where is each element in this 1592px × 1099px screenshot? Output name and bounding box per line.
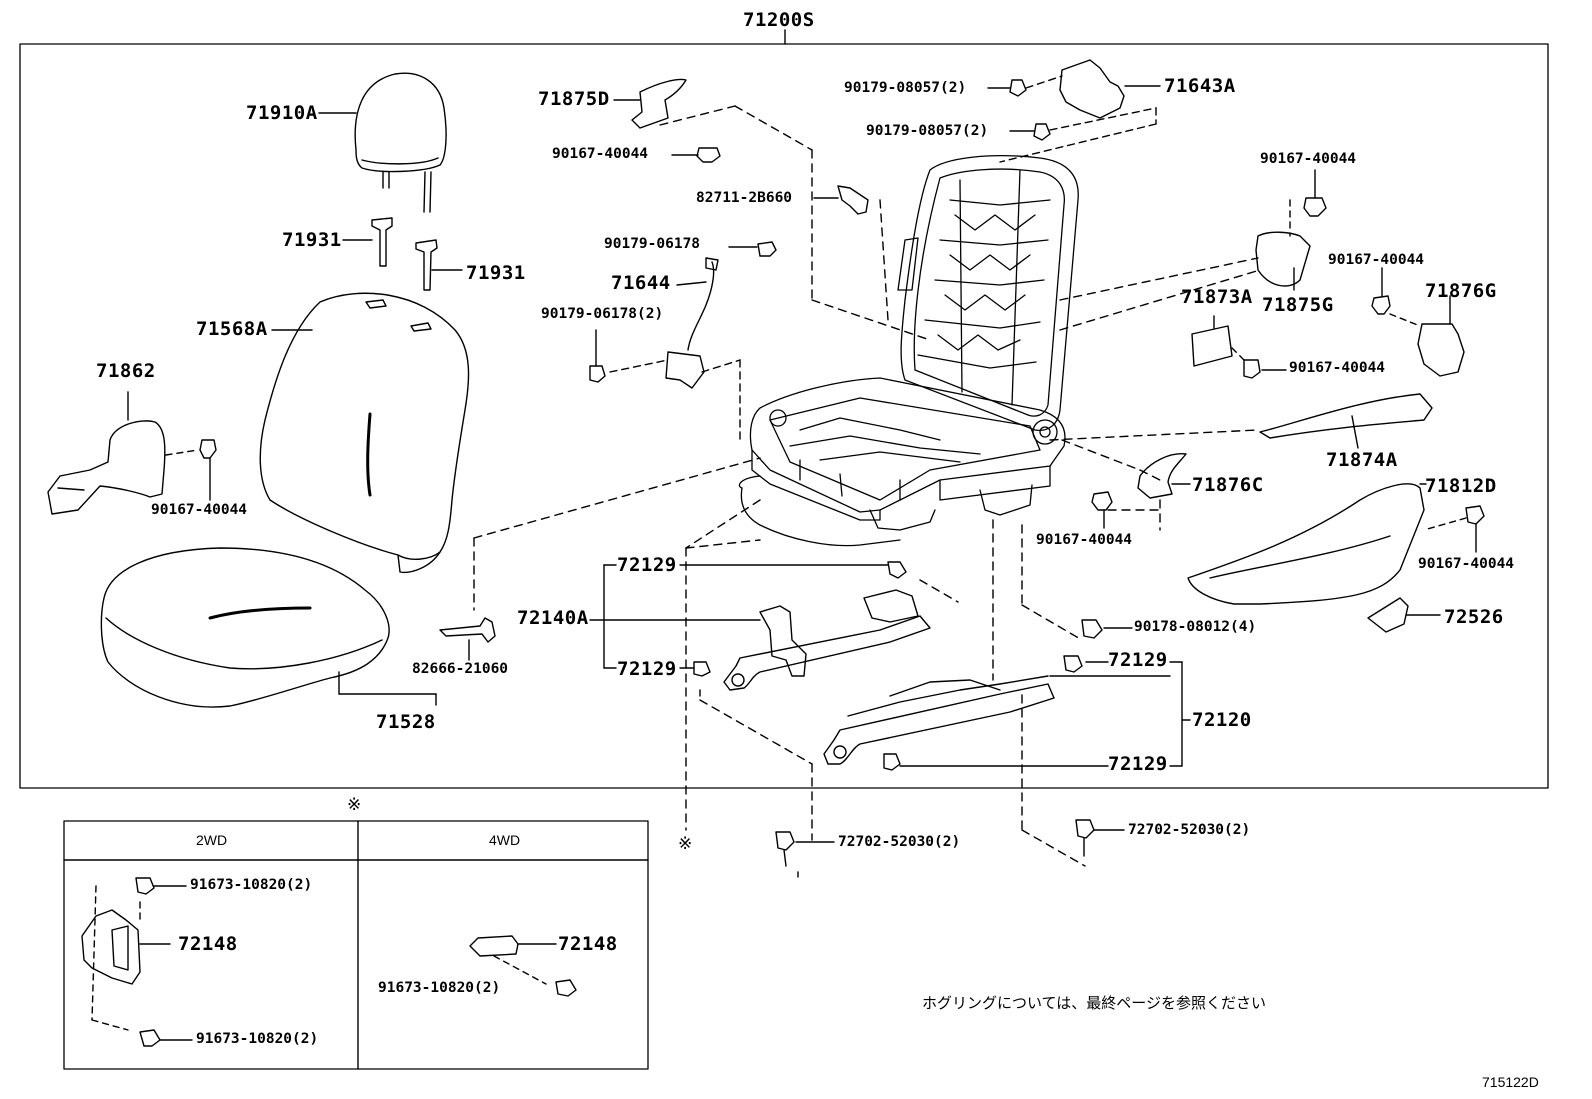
adjuster-72120-drawing — [823, 655, 1191, 867]
frame-dashed-leaders — [685, 257, 1261, 681]
part-label-72129-c: 72129 — [1108, 649, 1168, 671]
inset-header-4wd: 4WD — [489, 832, 521, 848]
bracket-2wd-drawing — [81, 877, 193, 1047]
part-label-71873A: 71873A — [1181, 286, 1253, 308]
part-label-nut-90179-a: 90179-06178 — [604, 236, 701, 252]
nut-90178-drawing — [1081, 619, 1133, 639]
part-label-harness-71644: 71644 — [611, 272, 671, 294]
part-label-71876G: 71876G — [1425, 280, 1497, 302]
inset-label-bolt-4wd: 91673-10820(2) — [378, 980, 501, 996]
inset-label-bracket-4wd: 72148 — [558, 933, 618, 955]
knob-72526-drawing — [1367, 597, 1441, 633]
part-label-screw-71876G: 90167-40044 — [1328, 252, 1425, 268]
part-label-nut-90178: 90178-08012(4) — [1134, 619, 1257, 635]
screw-top-right-drawing — [1289, 169, 1327, 237]
harness-71644-drawing — [589, 241, 777, 441]
inset-header-2wd: 2WD — [196, 832, 228, 848]
part-label-nut-90179-b: 90179-06178(2) — [541, 306, 664, 322]
part-label-clip-82666: 82666-21060 — [412, 661, 509, 677]
part-label-71876C: 71876C — [1192, 474, 1264, 496]
reference-mark-lower: ※ — [678, 834, 693, 854]
part-label-72129-d: 72129 — [1108, 753, 1168, 775]
part-label-back-cover: 71568A — [196, 318, 268, 340]
inset-label-bracket-2wd: 72148 — [178, 933, 238, 955]
part-label-72129-b: 72129 — [617, 658, 677, 680]
clip-82666-drawing — [439, 457, 761, 661]
part-label-71875D: 71875D — [538, 88, 610, 110]
part-label-nut-08057-b: 90179-08057(2) — [866, 123, 989, 139]
part-label-hinge-71643A: 71643A — [1164, 75, 1236, 97]
part-label-71875G: 71875G — [1262, 294, 1334, 316]
seat-back-cover-drawing — [259, 292, 470, 574]
part-label-72129-a: 72129 — [617, 554, 677, 576]
part-label-screw-71875D: 90167-40044 — [552, 146, 649, 162]
bolt-72702-a-drawing — [775, 831, 835, 881]
part-label-adjuster-72140A: 72140A — [517, 607, 589, 629]
side-cover-left-drawing — [47, 391, 217, 515]
guide-drawings — [342, 217, 463, 291]
adjuster-72140A-drawing — [589, 539, 959, 841]
headrest-drawing — [318, 72, 447, 213]
part-label-knob-72526: 72526 — [1444, 606, 1504, 628]
part-label-guide-b: 71931 — [466, 262, 526, 284]
figure-code: 715122D — [1482, 1074, 1539, 1090]
screw-71876G-drawing — [1371, 267, 1421, 327]
assembly-label: 71200S — [743, 9, 815, 31]
cover-71876C-drawing — [1137, 453, 1191, 499]
part-label-side-cover-left: 71862 — [96, 360, 156, 382]
cover-71874A-drawing — [1259, 393, 1433, 449]
hog-ring-note: ホグリングについては、最終ページを参照ください — [922, 994, 1266, 1012]
part-label-71874A: 71874A — [1326, 449, 1398, 471]
part-label-adjuster-72120: 72120 — [1192, 709, 1252, 731]
inset-label-bolt-2wd-a: 91673-10820(2) — [190, 877, 313, 893]
cover-71875G-drawing — [1255, 231, 1311, 291]
cover-71873A-drawing — [1191, 315, 1287, 379]
part-label-bolt-72702-b: 72702-52030(2) — [1128, 822, 1251, 838]
part-label-71812D: 71812D — [1425, 475, 1497, 497]
part-label-bolt-72702-a: 72702-52030(2) — [838, 834, 961, 850]
part-label-guide-a: 71931 — [282, 229, 342, 251]
bolt-72702-b-drawing — [1075, 819, 1125, 857]
seat-frame-drawing — [738, 154, 1079, 547]
assembly-frame — [19, 43, 1549, 789]
bracket-4wd-drawing — [469, 935, 577, 997]
inset-label-bolt-2wd-b: 91673-10820(2) — [196, 1031, 319, 1047]
inset-reference-mark: ※ — [347, 795, 362, 815]
part-label-clip-82711: 82711-2B660 — [696, 190, 793, 206]
part-label-screw-71876C: 90167-40044 — [1036, 532, 1133, 548]
hinge-71643A-drawing — [987, 59, 1161, 163]
cover-71876G-drawing — [1417, 295, 1465, 377]
cover-71875D-drawing — [613, 78, 931, 341]
seat-cushion-cover-drawing — [100, 547, 437, 708]
screw-71876C-drawing — [1091, 491, 1113, 529]
shield-71812D-drawing — [1187, 483, 1485, 605]
leaders-72129-left — [603, 564, 889, 669]
inset-table — [63, 820, 649, 1070]
part-label-headrest: 71910A — [246, 102, 318, 124]
clip-82711-drawing — [813, 185, 889, 321]
part-label-screw-top-right: 90167-40044 — [1260, 151, 1357, 167]
part-label-cushion-cover: 71528 — [376, 711, 436, 733]
part-label-screw-71873A: 90167-40044 — [1289, 360, 1386, 376]
part-label-screw-left: 90167-40044 — [151, 502, 248, 518]
part-label-nut-08057-a: 90179-08057(2) — [844, 80, 967, 96]
part-label-screw-71812D: 90167-40044 — [1418, 556, 1515, 572]
